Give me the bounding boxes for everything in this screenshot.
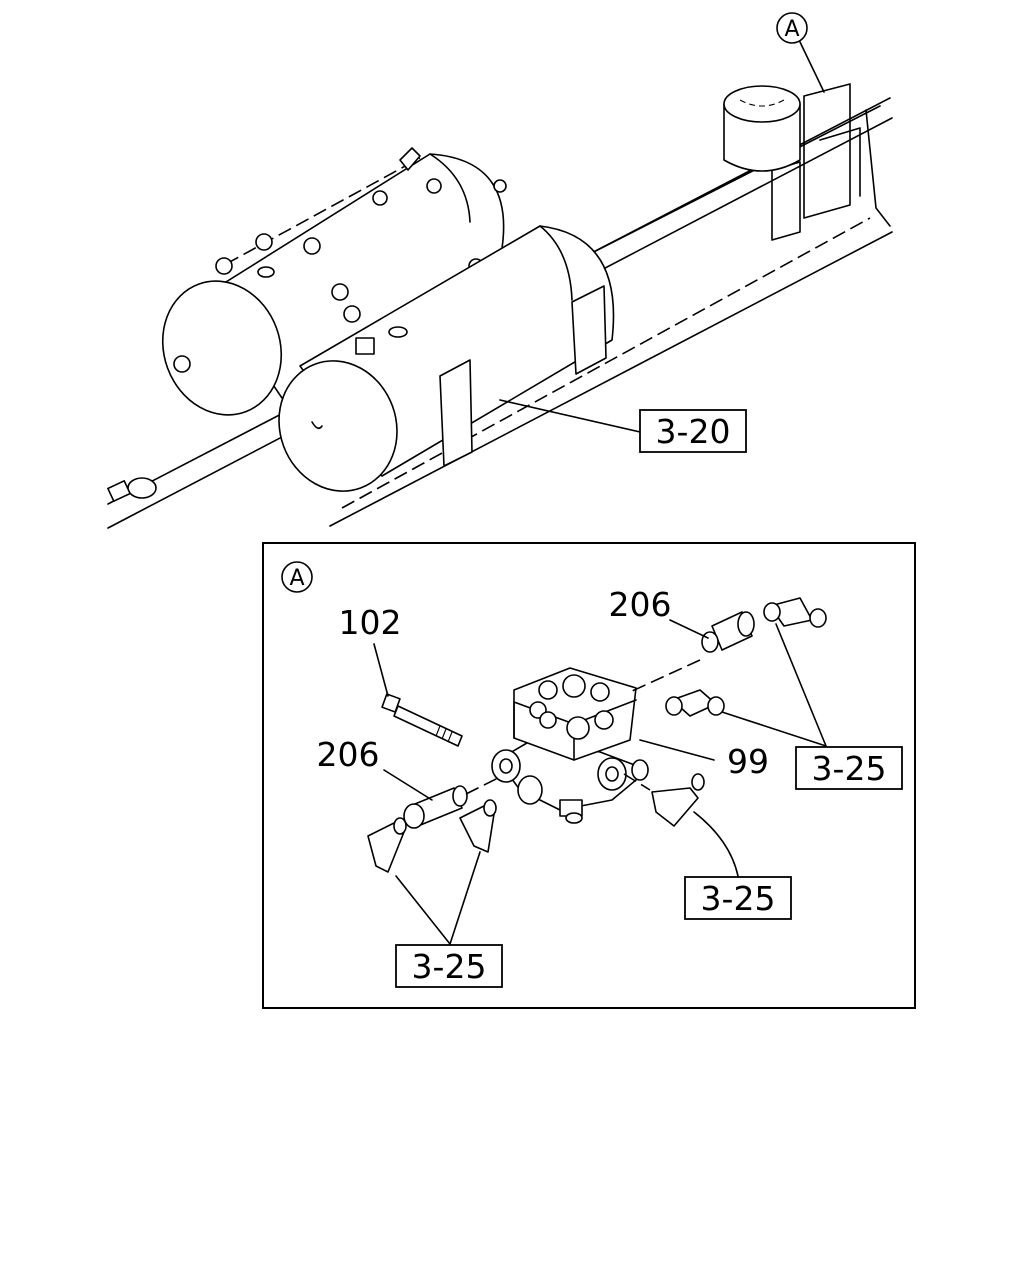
ref-label-3-25-left: 3-25 — [412, 947, 487, 986]
air-tank-front — [278, 225, 615, 492]
ref-box-3-25-right[interactable]: 3-25 — [795, 746, 903, 790]
ref-label-3-25-center: 3-25 — [701, 879, 776, 918]
relay-valve-99 — [491, 667, 649, 824]
ref-box-3-20[interactable]: 3-20 — [639, 409, 747, 453]
elbow-fitting-lower-left-a — [367, 817, 407, 873]
ref-box-3-25-left[interactable]: 3-25 — [395, 944, 503, 988]
detail-view-frame — [262, 542, 916, 1009]
callout-a-detail-letter: A — [289, 566, 304, 591]
callout-a-top[interactable]: A — [776, 12, 825, 93]
bolt-102 — [381, 693, 463, 747]
air-tank-rear — [161, 147, 507, 416]
elbow-fitting-top-right — [763, 597, 827, 628]
callout-a-top-letter: A — [784, 17, 799, 42]
connector-206-upper — [701, 611, 755, 653]
ref-label-3-25-right: 3-25 — [812, 749, 887, 788]
elbow-fitting-lower-right — [651, 773, 705, 827]
connector-206-lower — [403, 785, 468, 829]
part-label-102[interactable]: 102 — [339, 603, 402, 642]
leader-102 — [373, 643, 389, 697]
elbow-fitting-lower-left-b — [459, 799, 497, 853]
ref-box-3-25-center[interactable]: 3-25 — [684, 876, 792, 920]
part-label-99[interactable]: 99 — [727, 742, 769, 781]
leaders-3-25 — [395, 623, 827, 945]
part-label-206-upper[interactable]: 206 — [609, 585, 672, 624]
leader-206-upper — [669, 619, 709, 639]
leader-99 — [639, 739, 715, 761]
callout-a-detail: A — [281, 561, 313, 593]
part-label-206-lower[interactable]: 206 — [317, 735, 380, 774]
leader-3-20 — [499, 399, 641, 433]
frame-assembly — [107, 83, 893, 529]
elbow-fitting-mid-right — [665, 689, 725, 717]
leader-206-lower — [383, 769, 433, 801]
ref-label-3-20: 3-20 — [656, 412, 731, 451]
